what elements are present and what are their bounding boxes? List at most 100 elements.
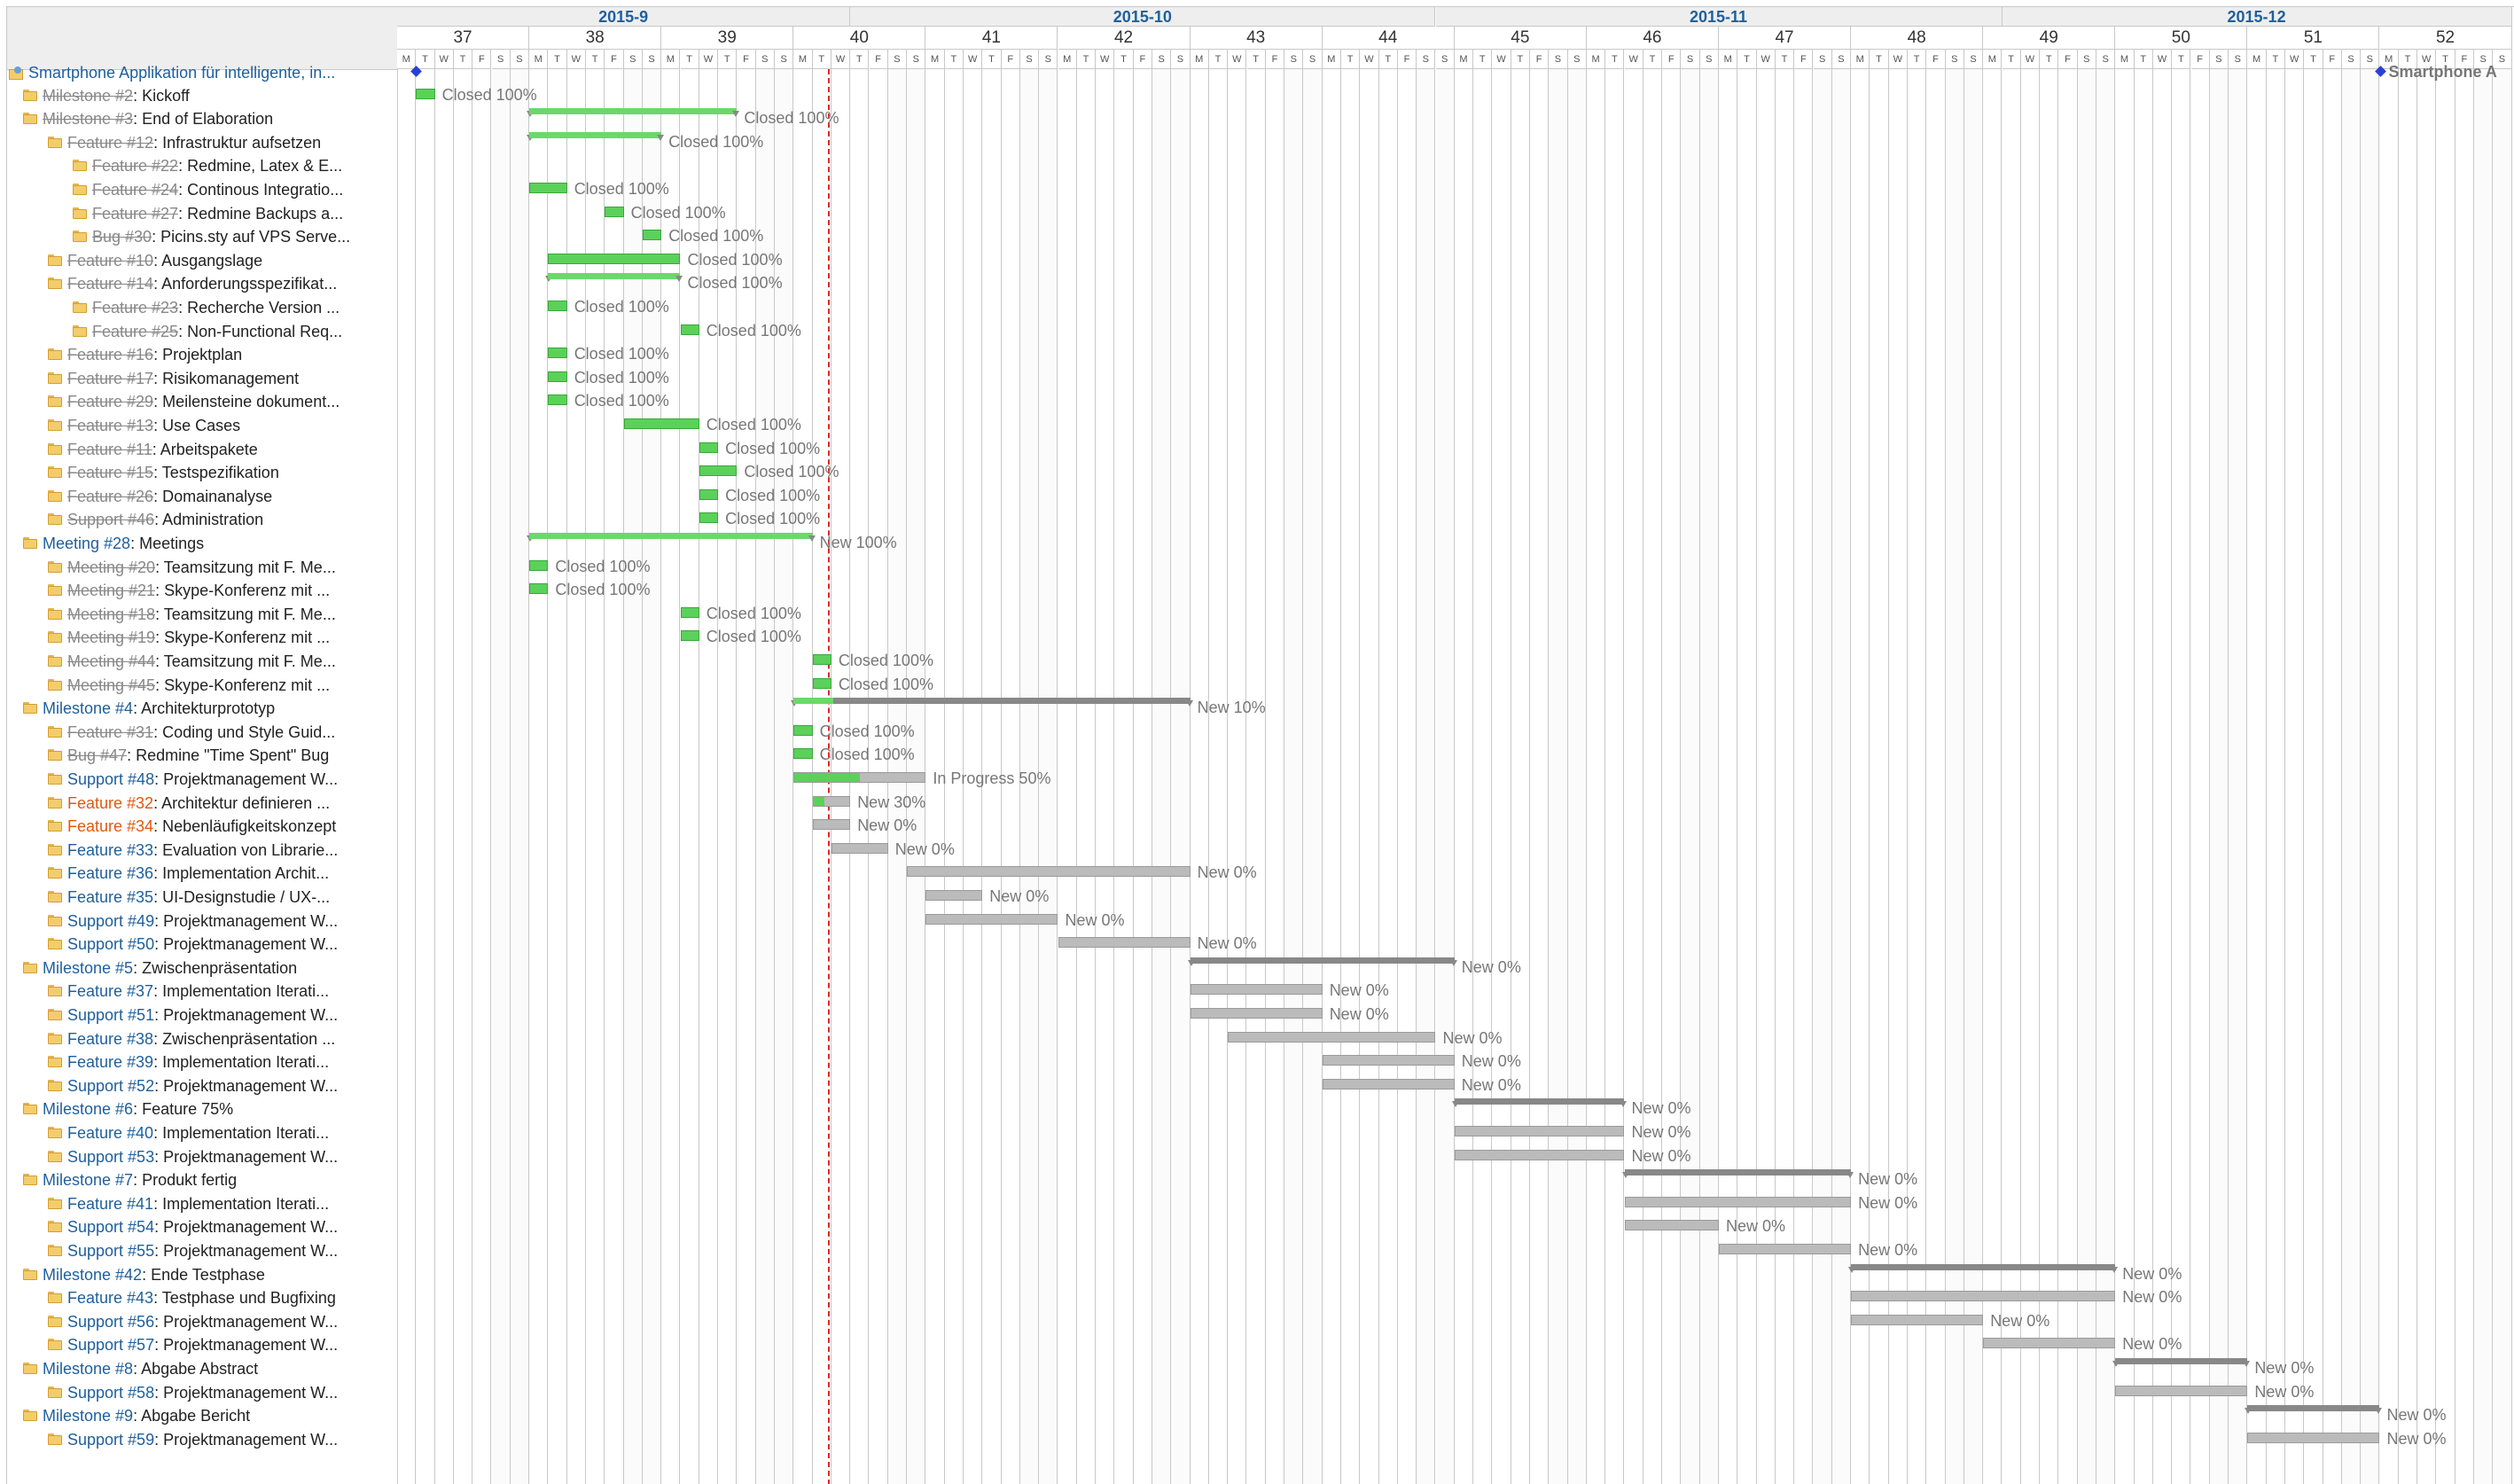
task-bar[interactable] — [548, 394, 567, 406]
subject-row[interactable]: Support #53: Projektmanagement W... — [7, 1145, 397, 1169]
subject-row[interactable]: Feature #41: Implementation Iterati... — [7, 1192, 397, 1216]
task-bar[interactable] — [699, 488, 719, 500]
issue-link[interactable]: Milestone #7 — [43, 1171, 134, 1190]
parent-bar[interactable] — [2112, 1358, 2251, 1367]
parent-bar[interactable] — [545, 273, 683, 283]
issue-link[interactable]: Feature #15 — [67, 464, 154, 482]
task-bar[interactable] — [1228, 1031, 1436, 1043]
subject-row[interactable]: Bug #30: Picins.sty auf VPS Serve... — [7, 225, 397, 249]
parent-bar[interactable] — [527, 108, 740, 118]
subject-row-project[interactable]: Smartphone Applikation für intelligente,… — [7, 61, 397, 85]
task-bar[interactable] — [1719, 1244, 1852, 1254]
issue-link[interactable]: Feature #31 — [67, 722, 154, 741]
issue-link[interactable]: Feature #40 — [67, 1124, 154, 1142]
subject-row[interactable]: Support #49: Projektmanagement W... — [7, 910, 397, 933]
parent-bar[interactable] — [1848, 1263, 2119, 1273]
issue-link[interactable]: Feature #11 — [67, 440, 152, 458]
subject-row[interactable]: Feature #32: Architektur definieren ... — [7, 792, 397, 816]
issue-link[interactable]: Support #54 — [67, 1218, 155, 1237]
task-bar[interactable] — [1851, 1291, 2116, 1302]
subject-row[interactable]: Feature #39: Implementation Iterati... — [7, 1051, 397, 1074]
task-bar[interactable] — [1454, 1126, 1625, 1136]
task-bar[interactable] — [1190, 1008, 1323, 1019]
task-bar[interactable] — [699, 465, 738, 477]
week-header[interactable]: 51 — [2247, 27, 2380, 50]
task-bar[interactable] — [529, 559, 549, 571]
task-bar[interactable] — [548, 301, 567, 311]
issue-link[interactable]: Feature #22 — [92, 157, 179, 176]
subject-row[interactable]: Feature #29: Meilensteine dokument... — [7, 390, 397, 414]
subject-row[interactable]: Feature #31: Coding und Style Guid... — [7, 721, 397, 745]
week-header[interactable]: 44 — [1322, 27, 1455, 50]
week-header[interactable]: 52 — [2379, 27, 2512, 50]
task-bar[interactable] — [548, 253, 681, 264]
subject-row[interactable]: Feature #17: Risikomanagement — [7, 367, 397, 391]
week-header[interactable]: 50 — [2115, 27, 2248, 50]
subject-row[interactable]: Milestone #6: Feature 75% — [7, 1097, 397, 1121]
task-bar[interactable] — [812, 654, 831, 665]
issue-link[interactable]: Feature #32 — [67, 793, 154, 812]
task-bar[interactable] — [812, 677, 831, 689]
issue-link[interactable]: Support #53 — [67, 1147, 155, 1166]
task-bar[interactable] — [548, 371, 567, 382]
issue-link[interactable]: Bug #47 — [67, 746, 128, 765]
subject-row[interactable]: Feature #35: UI-Designstudie / UX-... — [7, 886, 397, 910]
issue-link[interactable]: Feature #36 — [67, 864, 154, 883]
subject-row[interactable]: Feature #25: Non-Functional Req... — [7, 320, 397, 344]
task-bar[interactable] — [623, 418, 699, 429]
issue-link[interactable]: Feature #41 — [67, 1194, 154, 1213]
subject-row[interactable]: Milestone #4: Architekturprototyp — [7, 697, 397, 721]
subject-row[interactable]: Feature #14: Anforderungsspezifikat... — [7, 272, 397, 296]
subject-row[interactable]: Meeting #44: Teamsitzung mit F. Me... — [7, 650, 397, 674]
subject-row[interactable]: Meeting #28: Meetings — [7, 532, 397, 556]
issue-link[interactable]: Support #48 — [67, 770, 155, 788]
issue-link[interactable]: Milestone #2 — [43, 86, 134, 105]
subject-row[interactable]: Feature #15: Testspezifikation — [7, 461, 397, 485]
subject-row[interactable]: Feature #23: Recherche Version ... — [7, 296, 397, 320]
month-header[interactable]: 2015-11 — [1435, 7, 2003, 27]
subject-row[interactable]: Feature #40: Implementation Iterati... — [7, 1121, 397, 1145]
week-header[interactable]: 39 — [661, 27, 794, 50]
task-bar[interactable] — [2247, 1432, 2380, 1443]
subject-row[interactable]: Meeting #19: Skype-Konferenz mit ... — [7, 626, 397, 650]
task-bar[interactable] — [2115, 1385, 2248, 1396]
issue-link[interactable]: Feature #33 — [67, 840, 154, 859]
subject-row[interactable]: Meeting #45: Skype-Konferenz mit ... — [7, 674, 397, 698]
issue-link[interactable]: Feature #12 — [67, 133, 154, 152]
week-header[interactable]: 46 — [1586, 27, 1719, 50]
subject-row[interactable]: Support #52: Projektmanagement W... — [7, 1074, 397, 1098]
issue-link[interactable]: Support #59 — [67, 1430, 155, 1449]
issue-link[interactable]: Feature #24 — [92, 181, 179, 199]
issue-link[interactable]: Feature #17 — [67, 369, 154, 387]
week-header[interactable]: 48 — [1851, 27, 1984, 50]
task-bar[interactable] — [1190, 984, 1323, 996]
task-bar[interactable] — [529, 583, 549, 595]
month-header[interactable]: 2015-12 — [2002, 7, 2512, 27]
task-bar[interactable] — [548, 348, 567, 359]
task-bar[interactable] — [680, 630, 699, 642]
task-bar[interactable] — [680, 324, 699, 335]
issue-link[interactable]: Feature #23 — [92, 299, 179, 316]
week-header[interactable]: 37 — [397, 27, 530, 50]
task-bar[interactable] — [831, 842, 888, 854]
week-header[interactable]: 40 — [793, 27, 926, 50]
week-header[interactable]: 45 — [1454, 27, 1587, 50]
subject-row[interactable]: Meeting #18: Teamsitzung mit F. Me... — [7, 603, 397, 627]
issue-link[interactable]: Bug #30 — [92, 228, 152, 246]
week-header[interactable]: 43 — [1190, 27, 1323, 50]
week-header[interactable]: 41 — [925, 27, 1058, 50]
issue-link[interactable]: Milestone #3 — [43, 110, 134, 129]
issue-link[interactable]: Milestone #5 — [43, 958, 134, 977]
task-bar[interactable] — [925, 890, 983, 901]
task-bar[interactable] — [925, 913, 1058, 925]
task-bar[interactable] — [1624, 1196, 1852, 1207]
issue-link[interactable]: Feature #27 — [92, 204, 179, 223]
subject-row[interactable]: Feature #33: Evaluation von Librarie... — [7, 839, 397, 863]
subject-row[interactable]: Feature #13: Use Cases — [7, 414, 397, 438]
issue-link[interactable]: Support #52 — [67, 1076, 155, 1095]
subject-row[interactable]: Feature #10: Ausgangslage — [7, 249, 397, 273]
subject-row[interactable]: Support #55: Projektmanagement W... — [7, 1239, 397, 1263]
issue-link[interactable]: Milestone #6 — [43, 1100, 134, 1119]
issue-link[interactable]: Feature #39 — [67, 1053, 154, 1072]
subject-row[interactable]: Feature #36: Implementation Archit... — [7, 862, 397, 886]
